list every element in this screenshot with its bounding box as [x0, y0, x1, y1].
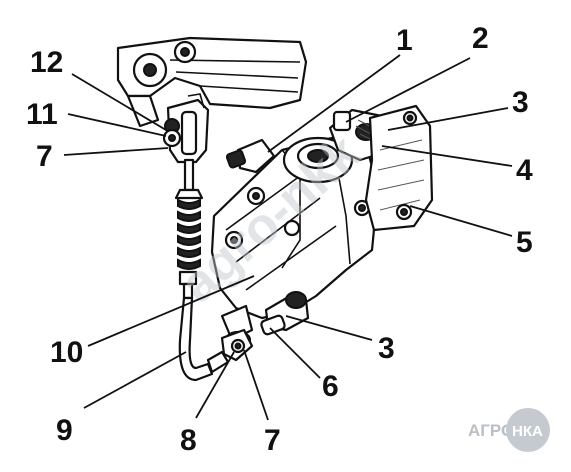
callout-10: 10 — [50, 336, 83, 369]
leader-3-top — [387, 107, 509, 131]
logo-text-left: АГРО — [468, 421, 514, 440]
leader-9 — [83, 351, 187, 409]
agro-logo: АГРО НКА — [468, 408, 550, 452]
leader-7-left — [63, 147, 169, 156]
mounting-plate — [364, 104, 434, 232]
callout-6: 6 — [322, 370, 339, 403]
lower-fitting — [260, 291, 310, 336]
mounting-bracket — [116, 36, 308, 128]
callout-labels: 1 2 3 4 5 3 6 7 8 9 10 7 11 12 — [26, 22, 533, 457]
leader-5 — [409, 205, 513, 237]
callout-5: 5 — [516, 226, 533, 259]
leader-3-bottom — [285, 315, 373, 341]
callout-11: 11 — [26, 98, 58, 131]
leader-lines — [63, 54, 513, 421]
spring-rod-assembly — [174, 158, 204, 300]
callout-8: 8 — [180, 424, 197, 457]
leader-6 — [269, 327, 321, 379]
callout-9: 9 — [56, 414, 73, 447]
coil-spring — [177, 198, 201, 270]
callout-7-left: 7 — [36, 140, 53, 173]
callout-3-bottom: 3 — [378, 332, 395, 365]
callout-2: 2 — [472, 22, 489, 55]
callout-7-bottom: 7 — [264, 424, 281, 457]
leader-11 — [67, 113, 167, 137]
valve-body — [210, 136, 380, 355]
leader-1 — [267, 54, 401, 153]
leader-8 — [195, 351, 235, 419]
callout-4: 4 — [516, 154, 533, 187]
logo-text-right: НКА — [512, 423, 543, 440]
leader-10 — [87, 275, 255, 347]
leader-2 — [345, 57, 471, 123]
callout-12: 12 — [30, 46, 63, 79]
callout-3-top: 3 — [512, 86, 529, 119]
upper-clevis-linkage — [162, 93, 210, 164]
leader-12 — [71, 73, 167, 131]
callout-1: 1 — [396, 24, 413, 57]
leader-4 — [381, 145, 513, 167]
logo-badge — [506, 408, 550, 452]
leader-7-bottom — [243, 349, 269, 421]
